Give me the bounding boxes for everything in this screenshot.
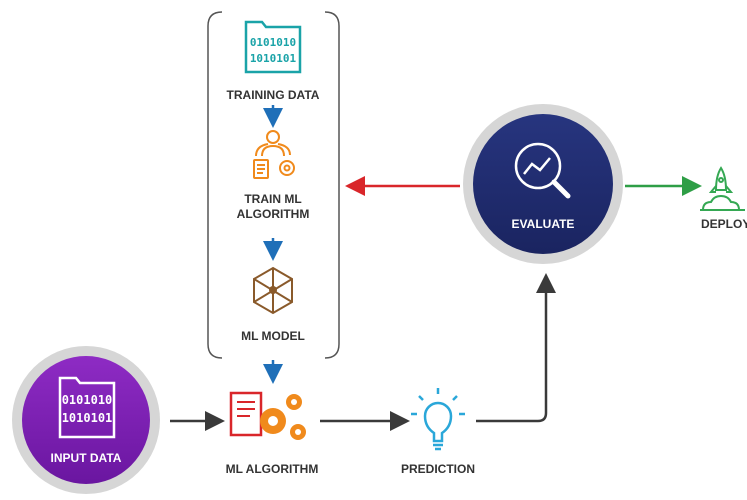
ml-algorithm-icon [229, 391, 306, 440]
rocket-icon [700, 166, 745, 211]
input-folder-icon [58, 376, 116, 439]
input-data-label: INPUT DATA [51, 451, 122, 465]
input-data-node: 0101010 1010101 INPUT DATA [12, 346, 160, 494]
ml-model-cube-icon [253, 266, 293, 315]
train-algorithm-label-2: ALGORITHM [237, 207, 310, 221]
training-data-icon: 0101010 1010101 [244, 20, 302, 74]
input-binary-top: 0101010 [62, 393, 113, 407]
input-binary-bottom: 1010101 [62, 411, 113, 425]
train-algorithm-label-1: TRAIN ML [244, 192, 301, 206]
prediction-label: PREDICTION [401, 462, 475, 476]
evaluate-label: EVALUATE [512, 217, 575, 231]
lightbulb-icon [411, 388, 465, 451]
magnifier-chart-icon [514, 142, 571, 199]
input-data-circle [22, 356, 150, 484]
training-binary-top: 0101010 [250, 36, 296, 49]
training-data-label: TRAINING DATA [227, 88, 320, 102]
deploy-label: DEPLOY [701, 217, 747, 231]
train-algorithm-icon [253, 130, 295, 179]
training-bracket [207, 11, 340, 359]
ml-algorithm-label: ML ALGORITHM [226, 462, 319, 476]
arrow-prediction-to-evaluate [476, 273, 556, 423]
training-binary-bottom: 1010101 [250, 52, 297, 65]
ml-model-label: ML MODEL [241, 329, 305, 343]
evaluate-circle [473, 114, 613, 254]
evaluate-node: EVALUATE [463, 104, 623, 264]
